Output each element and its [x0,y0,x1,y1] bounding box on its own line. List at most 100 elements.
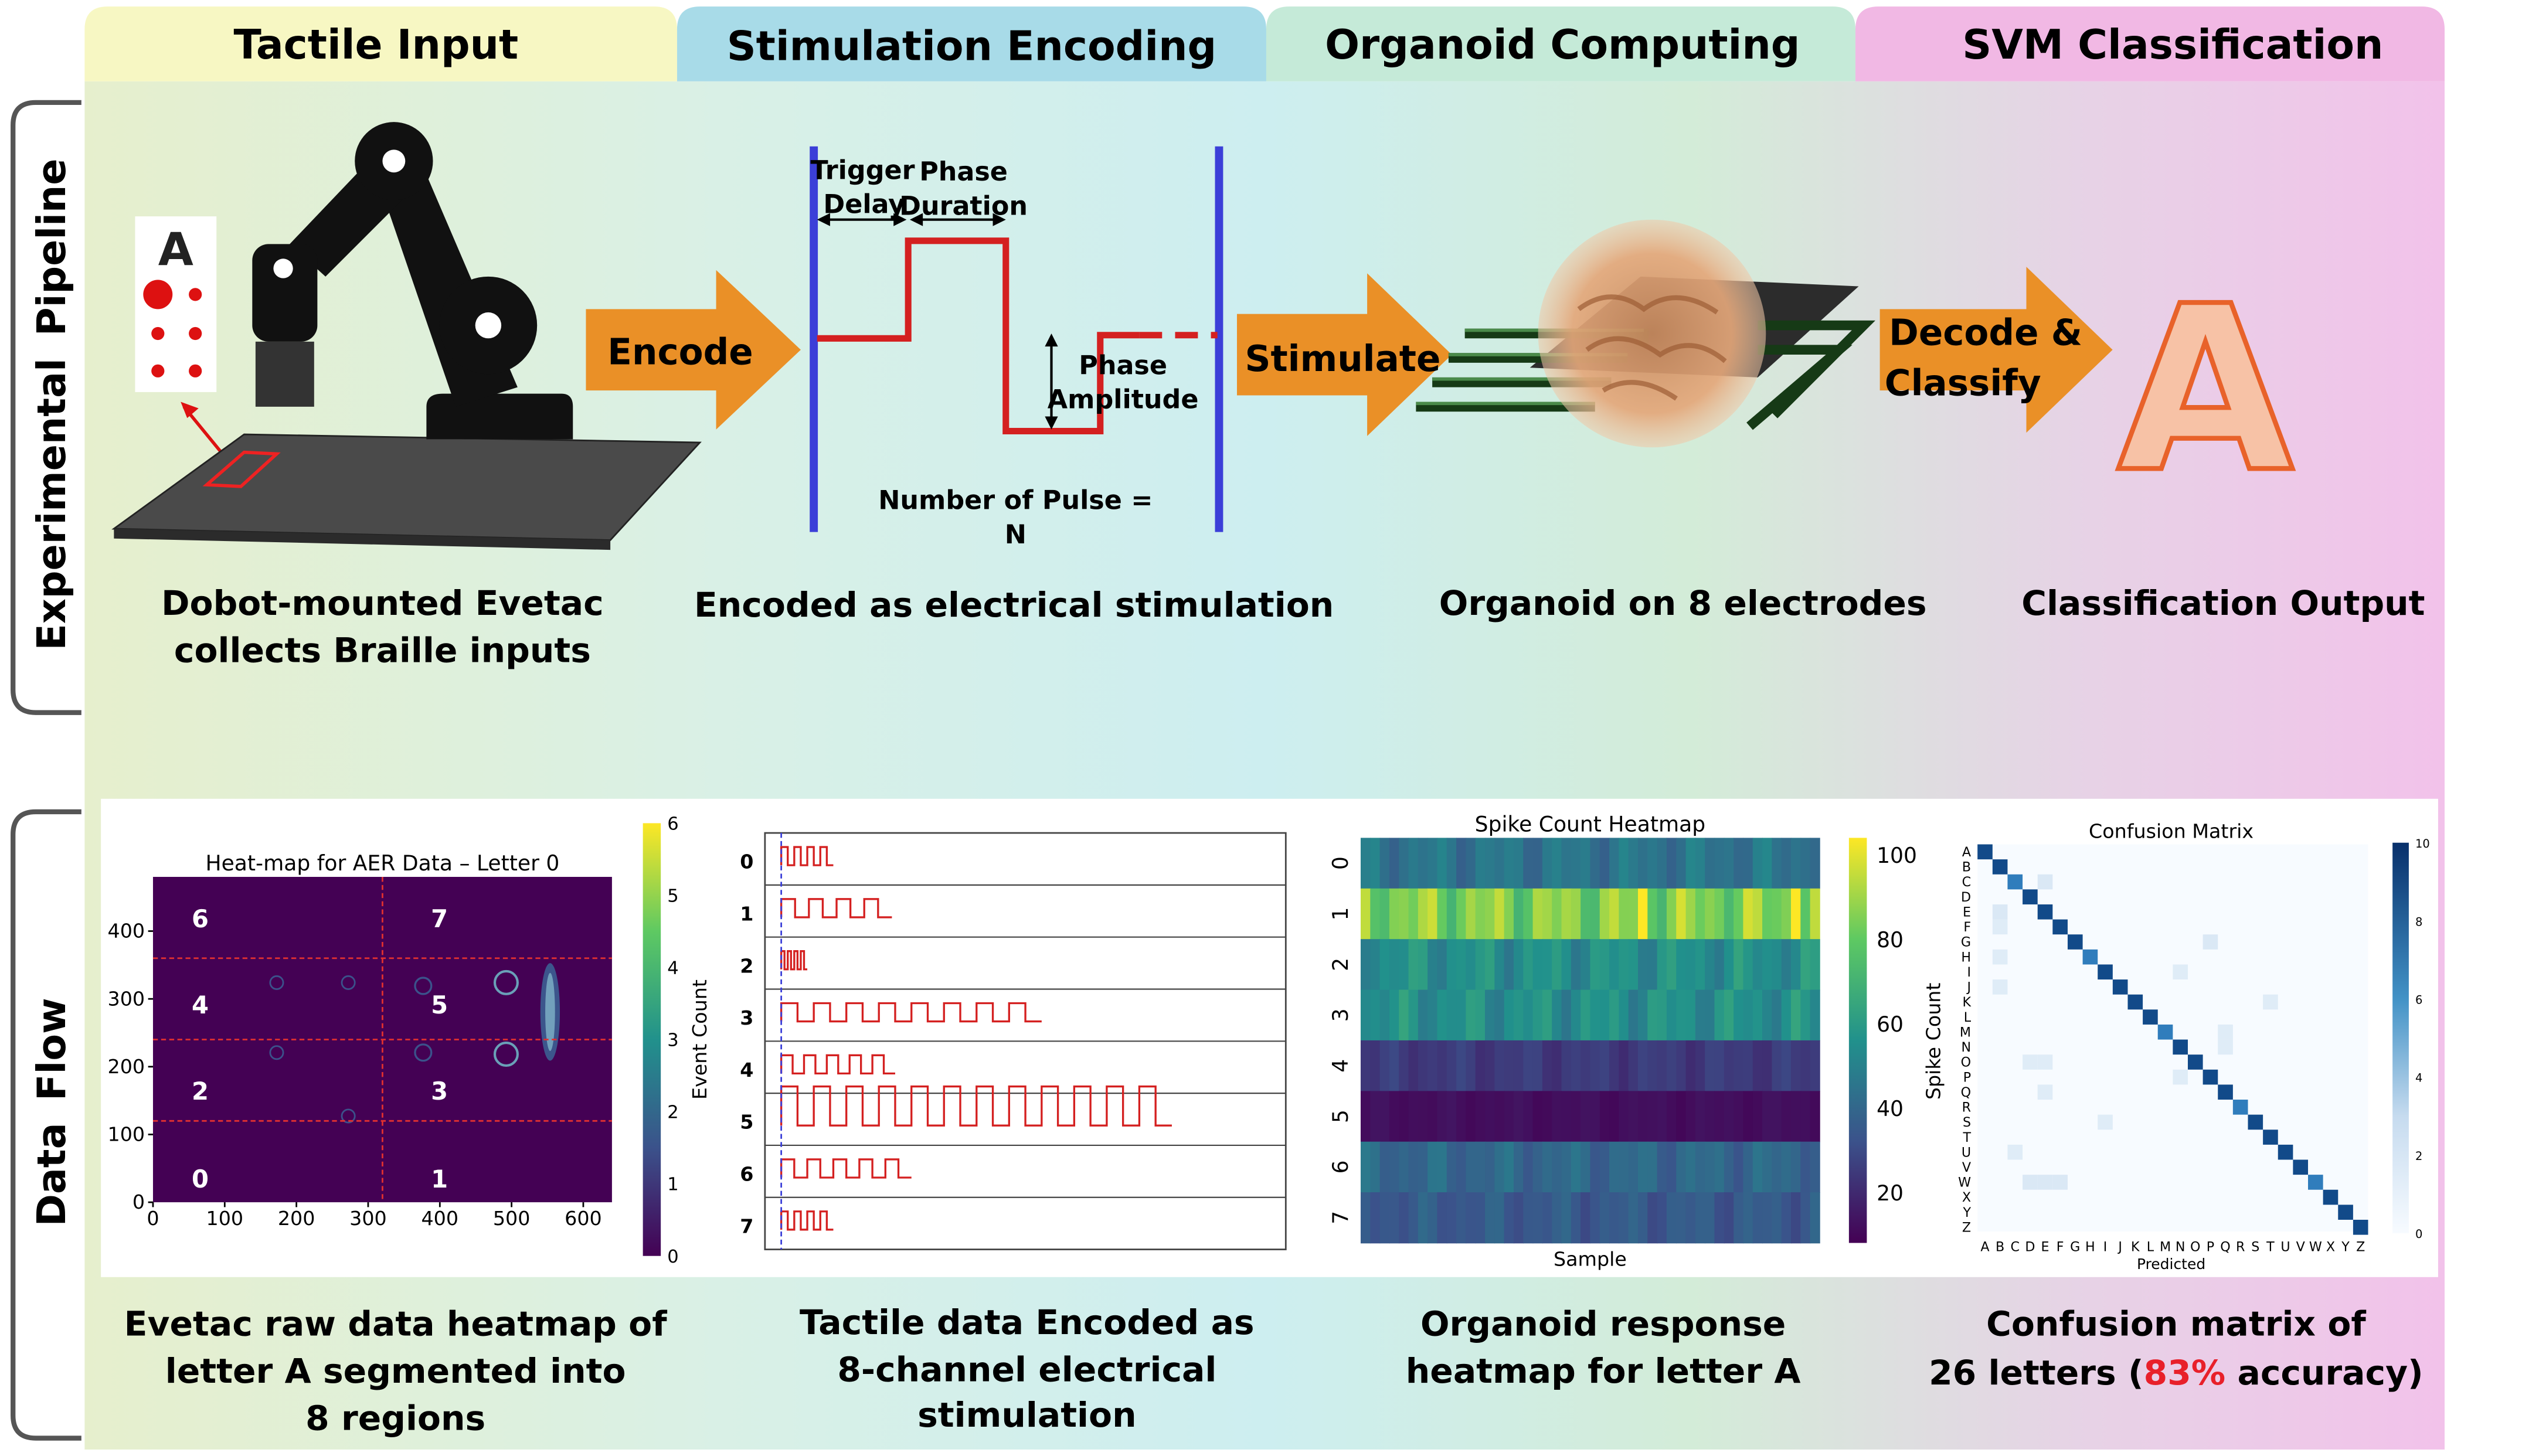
header-tab-encoding [677,6,1266,81]
spike-cell [1379,1040,1390,1092]
spike-cell [1446,939,1457,991]
spike-cell [1724,1141,1734,1193]
spike-cell [1734,888,1744,940]
spike-cell [1637,1141,1649,1193]
spike-cell [1542,1040,1553,1092]
spike-cell [1762,939,1773,991]
spike-cell [1695,838,1706,889]
spike-cell [1695,1192,1706,1244]
header-stimulation-encoding: Stimulation Encoding [727,23,1217,70]
row-labels: Experimental Pipeline Data Flow [11,100,81,1441]
cm-col-label: G [2070,1239,2080,1254]
spike-cell [1542,1192,1553,1244]
spike-cell [1580,939,1591,991]
caption-tactile-line2: collects Braille inputs [174,631,591,671]
cm-colorbar-tick-label: 0 [2415,1227,2422,1241]
cm-offdiag-cell [2007,1144,2023,1160]
spike-cell [1532,1192,1543,1244]
spike-cell [1800,888,1811,940]
cm-diagonal-cell [2218,1084,2233,1100]
spike-cell [1724,838,1734,889]
spike-cell [1599,1040,1610,1092]
spike-cell [1379,989,1390,1041]
spike-cell [1762,888,1773,940]
spike-cell [1647,1040,1658,1092]
cm-row-label: I [1967,965,1972,980]
spike-cell [1666,1192,1677,1244]
cm-diagonal-cell [2323,1189,2339,1205]
spike-cell [1494,1192,1505,1244]
spike-cell [1427,888,1438,940]
pulse-count-label: Number of Pulse = [878,486,1153,516]
dim-arrowhead [893,213,907,226]
spike-cell [1666,1141,1677,1193]
cm-col-label: W [2309,1239,2322,1254]
spike-cell [1666,838,1677,889]
spike-cell [1705,888,1715,940]
spike-cell [1389,888,1400,940]
cm-col-label: M [2160,1239,2171,1254]
spike-cell [1637,1040,1649,1092]
spike-cell [1504,1141,1514,1193]
decode-label-line1: Decode & [1889,312,2082,353]
aer-x-tick-label: 0 [147,1207,159,1230]
cm-col-label: Z [2356,1239,2365,1254]
spike-cell [1628,1040,1639,1092]
aer-x-tick-label: 200 [278,1207,315,1230]
spike-cell [1790,939,1802,991]
cm-col-label: J [2117,1239,2122,1254]
cm-col-label: L [2147,1239,2154,1254]
spike-cell [1399,838,1409,889]
spike-cell [1714,1141,1725,1193]
spike-cell [1466,1091,1476,1142]
spike-cell [1427,838,1438,889]
spike-cell [1485,838,1495,889]
spike-cell [1485,1141,1495,1193]
region-label: 0 [192,1165,209,1193]
spike-cell [1772,1141,1782,1193]
cm-col-label: K [2131,1239,2140,1254]
spike-cell [1379,1192,1390,1244]
spike-cell [1647,1141,1658,1193]
spike-cell [1418,1040,1428,1092]
spike-row-label: 3 [1328,1008,1353,1022]
spike-cell [1647,838,1658,889]
region-label: 6 [192,904,209,933]
spike-cell [1552,838,1562,889]
header-tab-tactile [84,6,677,81]
spike-cell [1418,1091,1428,1142]
spike-cell [1752,838,1763,889]
spike-cell [1456,1040,1467,1092]
pulse-channel-label: 3 [740,1006,753,1029]
cm-col-label: N [2176,1239,2185,1254]
spike-cell [1446,1192,1457,1244]
aer-colorbar-tick-label: 3 [667,1030,678,1051]
aer-colorbar-tick-label: 4 [667,958,678,979]
cm-offdiag-cell [2023,1054,2038,1070]
aer-y-tick-label: 0 [132,1190,145,1213]
spike-cell [1781,888,1792,940]
spike-cell [1609,989,1620,1041]
spike-cell [1485,888,1495,940]
cm-xlabel: Predicted [2137,1256,2205,1273]
spike-cell [1790,838,1802,889]
caption-aer-line1: Evetac raw data heatmap of [124,1304,668,1344]
pulse-count-label: N [1005,520,1027,550]
spike-cell [1399,888,1409,940]
dim-arrowhead [993,213,1006,226]
decode-arrow [1879,267,2113,433]
spike-cell [1810,989,1820,1041]
spike-cell [1571,888,1581,940]
spike-xlabel: Sample [1554,1247,1627,1270]
spike-cell [1714,1192,1725,1244]
spike-cell [1485,1040,1495,1092]
spike-cell [1418,1141,1428,1193]
spike-cell [1705,838,1715,889]
pulse-channel-label: 7 [740,1215,753,1237]
spike-cell [1647,939,1658,991]
region-label: 4 [192,991,209,1019]
spike-cell [1360,1192,1371,1244]
spike-cell [1714,939,1725,991]
spike-cell [1561,1192,1572,1244]
spike-cell [1695,1141,1706,1193]
